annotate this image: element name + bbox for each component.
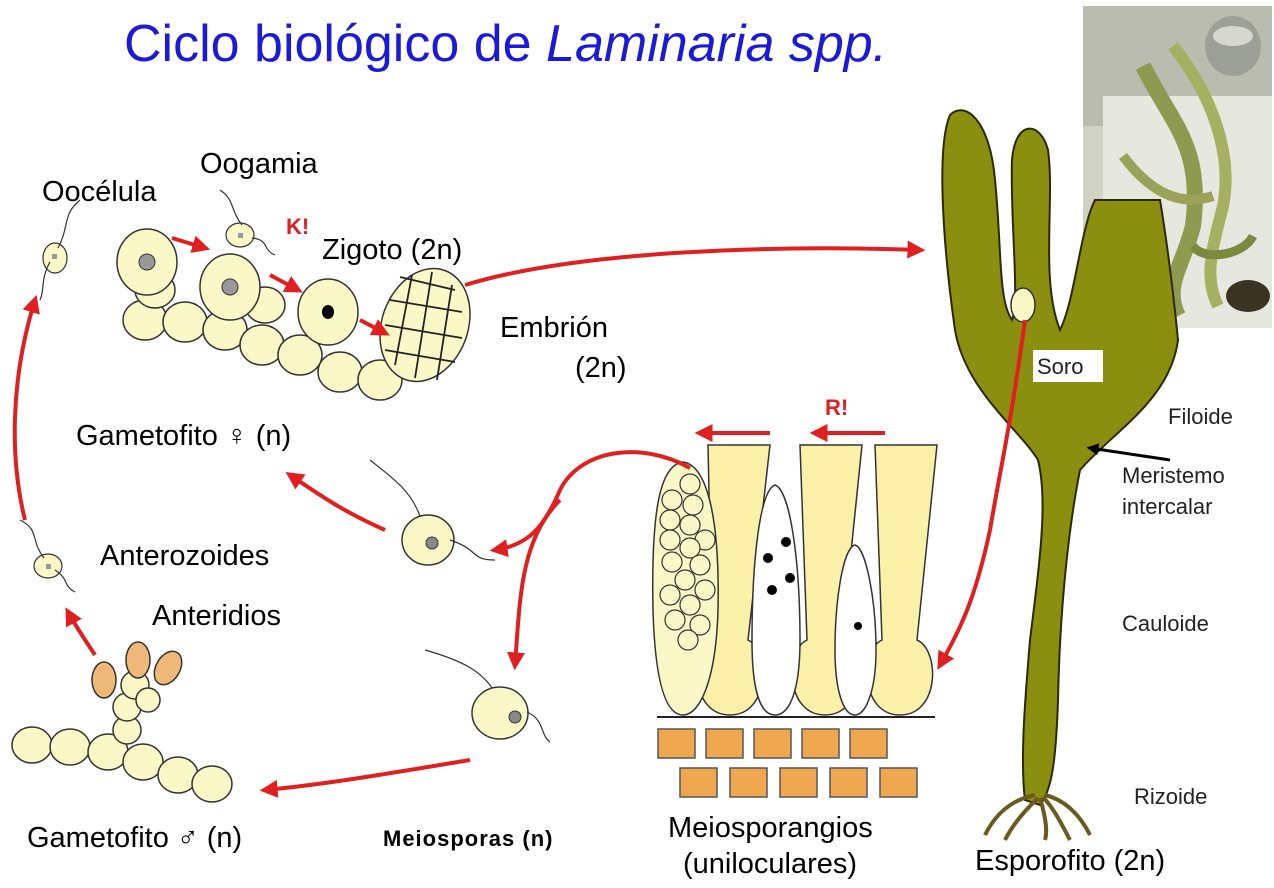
label-cauloide: Cauloide [1122, 611, 1209, 637]
label-k: K! [286, 214, 309, 240]
label-esporofito: Esporofito (2n) [975, 845, 1165, 878]
label-filoide: Filoide [1168, 404, 1233, 430]
label-gametofito-female: Gametofito ♀ (n) [76, 420, 291, 453]
sporophyte [942, 110, 1178, 805]
basal-cells [658, 729, 917, 797]
male-gametophyte [12, 671, 232, 802]
label-meiosporangios: Meiosporangios [668, 812, 873, 845]
label-anteridios: Anteridios [152, 600, 281, 633]
label-embrion: Embrión [500, 312, 608, 345]
label-gametofito-male: Gametofito ♂ (n) [27, 822, 242, 855]
label-r: R! [825, 395, 848, 421]
label-meristemo: Meristemo [1122, 463, 1225, 489]
label-meiosporas: Meiosporas (n) [383, 826, 553, 852]
label-intercalar: intercalar [1122, 494, 1212, 520]
label-oocelula: Oocélula [42, 176, 156, 209]
label-rizoide: Rizoide [1134, 784, 1207, 810]
label-uniloculares: (uniloculares) [683, 848, 857, 881]
label-soro: Soro [1037, 354, 1083, 380]
label-embrion-ploidy: (2n) [575, 352, 627, 385]
label-anterozoides: Anterozoides [100, 540, 269, 573]
label-oogamia: Oogamia [200, 148, 318, 181]
label-zigoto: Zigoto (2n) [322, 234, 462, 267]
